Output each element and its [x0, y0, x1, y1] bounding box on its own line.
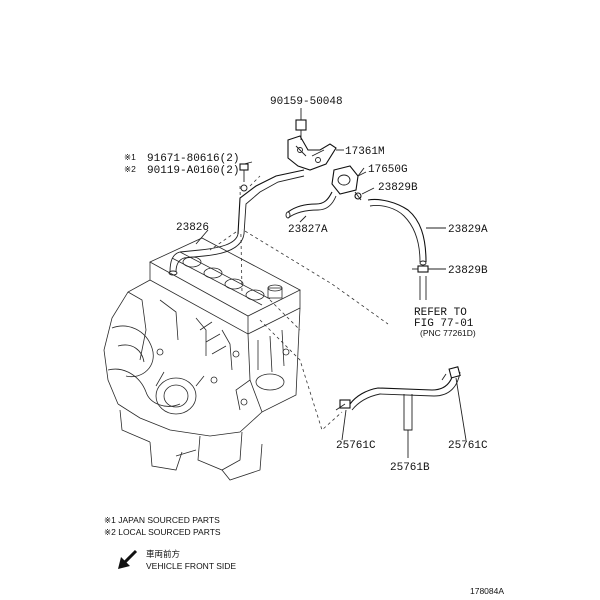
label-clamp-upper: 23829B — [378, 182, 418, 194]
label-clamp-lower: 23829B — [448, 265, 488, 277]
label-hose-long: 23829A — [448, 224, 488, 236]
front-direction-arrow-icon — [118, 549, 138, 569]
label-bolt-side-1: 91671-80616(2) — [147, 153, 239, 165]
note-japan-sourced: ※1 JAPAN SOURCED PARTS — [104, 515, 220, 525]
bracket-17361M — [287, 119, 337, 171]
leader-lines — [195, 108, 467, 458]
label-bracket: 17361M — [345, 146, 385, 158]
hose-23827A — [285, 191, 337, 219]
label-hose-bottom: 25761B — [390, 462, 430, 474]
label-bolt-top: 90159-50048 — [270, 96, 343, 108]
engine-illustration — [103, 237, 301, 481]
label-pipe: 23826 — [176, 222, 209, 234]
marker-side-2: ※2 — [124, 164, 136, 174]
refer-line-3: (PNC 77261D) — [420, 328, 476, 338]
label-valve: 17650G — [368, 164, 408, 176]
refer-line-2: FIG 77-01 — [414, 318, 474, 330]
label-bolt-side-2: 90119-A0160(2) — [147, 165, 239, 177]
clamp-25761C-left — [335, 399, 351, 411]
pipe-23826 — [168, 169, 305, 276]
direction-label-jp: 車両前方 — [146, 549, 180, 559]
refer-block: REFER TO FIG 77-01 (PNC 77261D) — [414, 307, 476, 338]
hose-23829A — [367, 198, 427, 266]
direction-label-en: VEHICLE FRONT SIDE — [146, 561, 236, 571]
label-hose-short: 23827A — [288, 224, 328, 236]
assembly-lines — [209, 175, 389, 431]
figure-id: 178084A — [470, 586, 504, 596]
label-clamp-left: 25761C — [336, 440, 376, 452]
clamp-23829B-lower — [412, 265, 429, 273]
clamp-23829B-upper — [354, 191, 362, 201]
marker-side-1: ※1 — [124, 152, 136, 162]
refer-line-1: REFER TO — [414, 307, 467, 319]
valve-17650G — [331, 165, 367, 195]
note-local-sourced: ※2 LOCAL SOURCED PARTS — [104, 527, 221, 537]
refer-pipe — [419, 276, 427, 300]
bolt-side — [239, 163, 249, 182]
label-clamp-right: 25761C — [448, 440, 488, 452]
clamp-25761C-right — [441, 366, 461, 381]
hose-25761B — [349, 369, 461, 411]
